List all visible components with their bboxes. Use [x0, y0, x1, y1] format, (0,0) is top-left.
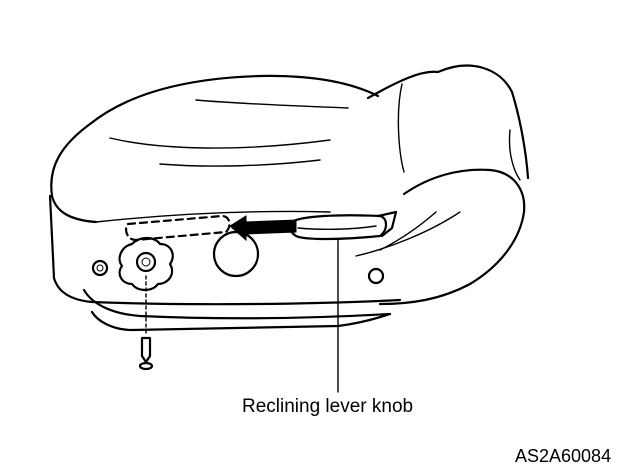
- callout-label-reclining-lever-knob: Reclining lever knob: [242, 396, 414, 417]
- seat-cushion: [50, 74, 380, 224]
- round-boss: [212, 230, 260, 278]
- height-adjuster-knob: [118, 236, 174, 292]
- screw: [138, 275, 154, 371]
- figure-code: AS2A60084: [515, 446, 612, 466]
- hidden-lever-outline: [125, 214, 231, 242]
- seat-back: [366, 64, 530, 181]
- direction-arrow-left: [229, 215, 297, 242]
- panel-screw-hole: [91, 259, 109, 277]
- hinge-cover-hole: [367, 267, 385, 285]
- seat-side-panel: [48, 168, 526, 306]
- reclining-lever-knob: [288, 210, 398, 241]
- seat-base-trim: [82, 288, 392, 332]
